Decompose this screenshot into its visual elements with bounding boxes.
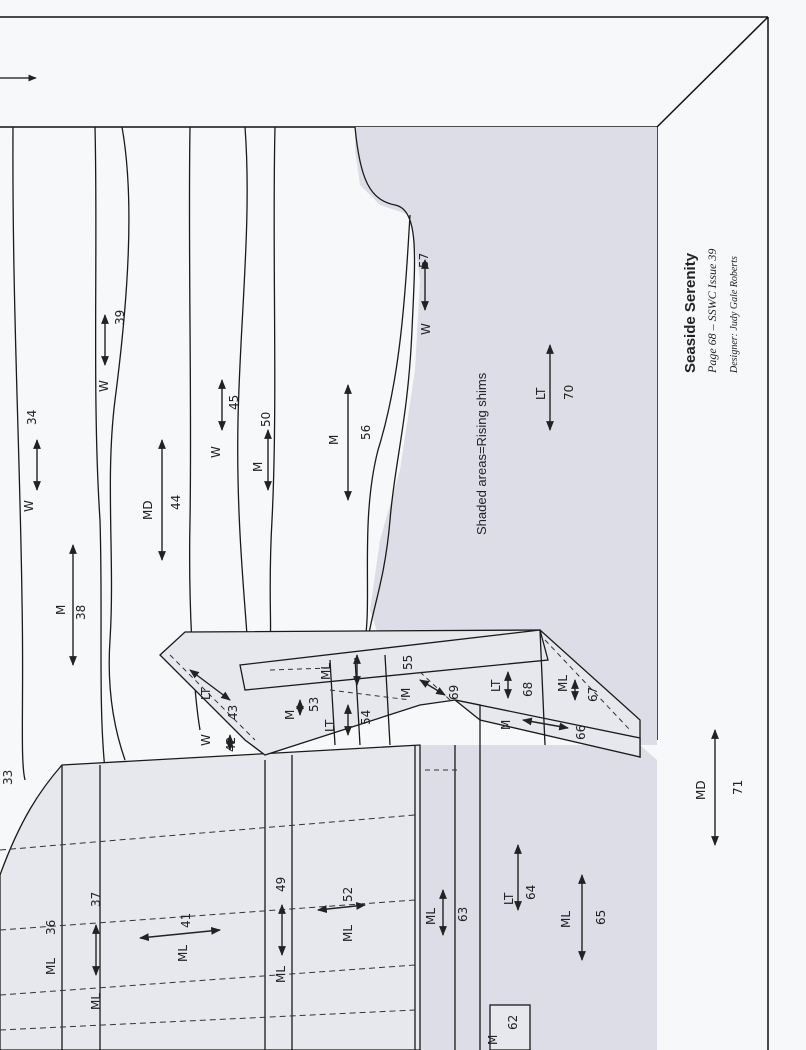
piece-41-wood: ML: [176, 945, 190, 962]
piece-68-wood: LT: [489, 679, 503, 692]
piece-41-num: 41: [179, 913, 193, 928]
piece-66-wood: M: [499, 720, 513, 730]
piece-39-wood: W: [97, 380, 111, 392]
piece-55-wood: ML: [319, 663, 333, 680]
piece-67-wood: ML: [556, 675, 570, 692]
piece-66-num: 66: [574, 725, 588, 740]
piece-67-num: 67: [586, 687, 600, 702]
credit-block: Seaside Serenity Page 68 – SSWC Issue 39…: [682, 249, 740, 374]
piece-65-num: 65: [594, 910, 608, 925]
piece-65-wood: ML: [559, 911, 573, 928]
piece-44-wood: MD: [141, 500, 155, 520]
shim-area-sand: [355, 127, 657, 745]
issue-line: Page 68 – SSWC Issue 39: [705, 249, 719, 374]
piece-36-num: 36: [44, 920, 58, 935]
piece-38-num: 38: [74, 605, 88, 620]
chair-back: [0, 744, 456, 1050]
piece-54-num: 54: [359, 710, 373, 725]
piece-70-num: 70: [562, 385, 576, 400]
piece-39-num: 39: [113, 310, 127, 325]
piece-43-wood: LT: [199, 687, 213, 700]
piece-43-num: 43: [226, 705, 240, 720]
piece-37-num: 37: [89, 892, 103, 907]
piece-64-num: 64: [524, 885, 538, 900]
piece-68-num: 68: [521, 682, 535, 697]
pattern-title: Seaside Serenity: [682, 252, 699, 373]
piece-71-wood: MD: [694, 780, 708, 800]
piece-36-wood: ML: [44, 958, 58, 975]
piece-42-num: 42: [224, 737, 238, 752]
piece-52-wood: ML: [341, 925, 355, 942]
piece-71-num: 71: [731, 780, 745, 795]
piece-34-wood: W: [22, 500, 36, 512]
piece-52-num: 52: [341, 887, 355, 902]
designer-credit: Designer: Judy Gale Roberts: [729, 256, 740, 374]
piece-45-num: 45: [227, 395, 241, 410]
piece-57-num: 57: [417, 253, 431, 268]
piece-44-num: 44: [169, 495, 183, 510]
piece-33-num: 33: [1, 770, 15, 785]
piece-56-wood: M: [327, 435, 341, 445]
piece-37-wood: ML: [89, 993, 103, 1010]
piece-64-wood: LT: [502, 892, 516, 905]
piece-49-wood: ML: [274, 966, 288, 983]
piece-62-wood: M: [486, 1035, 500, 1045]
piece-53-num: 53: [307, 697, 321, 712]
piece-57-wood: W: [419, 323, 433, 335]
piece-62-num: 62: [506, 1015, 520, 1030]
piece-49-num: 49: [274, 877, 288, 892]
piece-50-num: 50: [259, 412, 273, 427]
piece-63-wood: ML: [424, 908, 438, 925]
grain-arrows: [33, 259, 719, 976]
piece-42-wood: W: [199, 734, 213, 746]
chair-arm: [159, 629, 641, 1050]
piece-69-wood: M: [399, 688, 413, 698]
piece-63-num: 63: [456, 907, 470, 922]
piece-54-wood: LT: [323, 719, 337, 732]
piece-55-num: 55: [401, 655, 415, 670]
piece-45-wood: W: [209, 446, 223, 458]
piece-69-num: 69: [447, 685, 461, 700]
piece-labels: 33 W 34 ML 36 ML 37 M 38 W 39 ML 41 W 42…: [1, 253, 745, 1045]
piece-38-wood: M: [54, 605, 68, 615]
piece-56-num: 56: [359, 425, 373, 440]
shim-legend: Shaded areas=Rising shims: [474, 372, 489, 535]
piece-53-wood: M: [283, 710, 297, 720]
piece-34-num: 34: [25, 410, 39, 425]
piece-70-wood: LT: [534, 387, 548, 400]
piece-50-wood: M: [251, 462, 265, 472]
